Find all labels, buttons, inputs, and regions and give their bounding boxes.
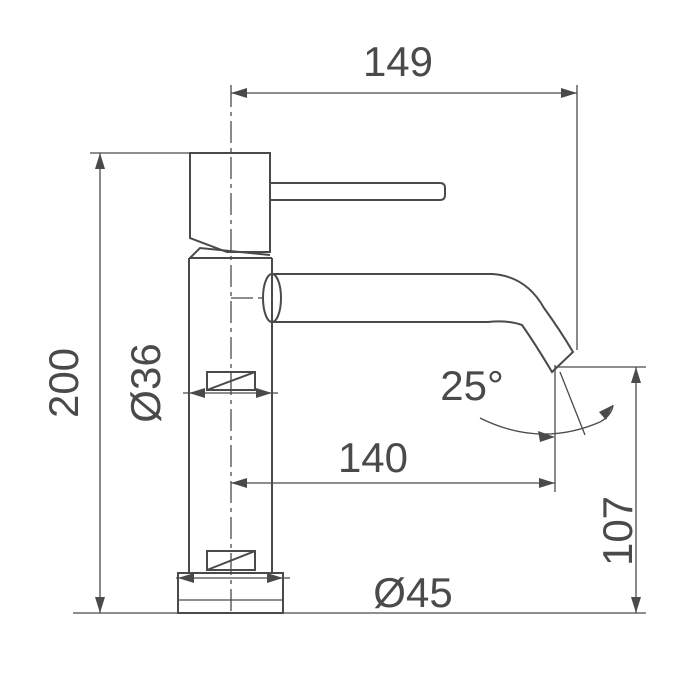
base-block [177,572,284,614]
cartridge-edge [189,246,271,259]
handle-block [189,152,271,253]
dimension-200-label: 200 [40,348,87,418]
spout [262,273,575,374]
dimension-200: 200 [40,152,190,614]
dimension-diameter-45-label: Ø45 [373,569,452,616]
dimension-149-label: 149 [363,38,433,85]
section-marker-lower [206,550,256,571]
angle-25-label: 25° [440,362,504,409]
dimension-diameter-36-label: Ø36 [122,343,169,422]
dimension-140: 140 [231,365,556,492]
dimension-140-label: 140 [338,434,408,481]
dimension-149: 149 [231,38,578,350]
spout-joint [262,273,282,323]
dimension-107: 107 [283,366,646,614]
dimension-diameter-45: Ø45 [176,569,453,616]
spout-outline [272,273,575,374]
dimension-diameter-36: Ø36 [122,343,278,423]
angle-25: 25° [440,362,614,442]
faucet-body [177,152,446,614]
dimension-107-label: 107 [594,496,641,566]
section-marker-upper [206,371,256,391]
handle-lever [270,182,446,201]
